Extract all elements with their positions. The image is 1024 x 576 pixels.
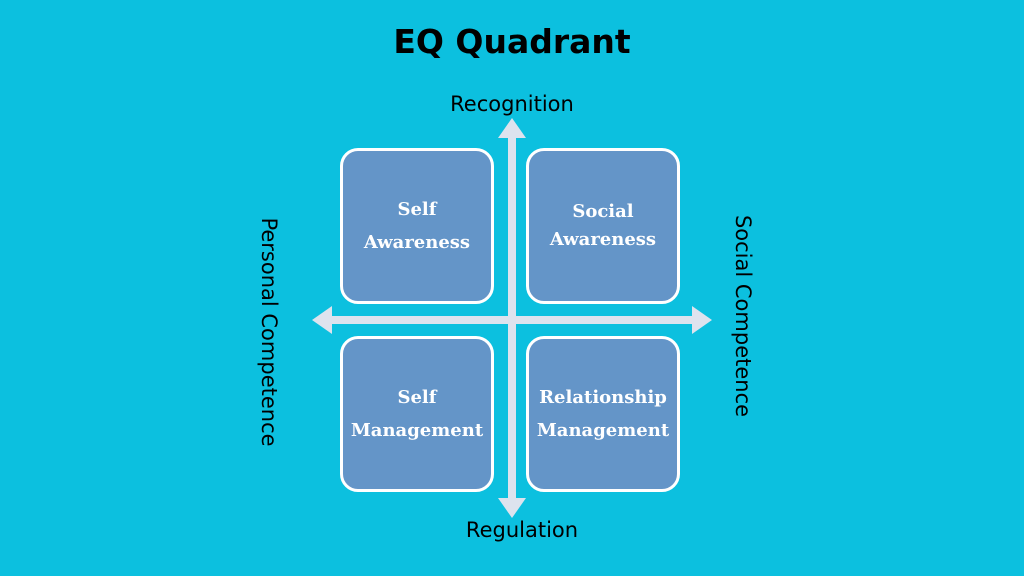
quadrant-line-1: Relationship — [539, 387, 667, 408]
arrow-up-icon — [498, 118, 526, 138]
arrow-right-icon — [692, 306, 712, 334]
quadrant-line-1: Social — [572, 201, 634, 222]
arrow-left-icon — [312, 306, 332, 334]
quadrant-line-2: Management — [536, 420, 670, 441]
quadrant-social-awareness: Social Awareness — [526, 148, 680, 304]
quadrant-self-awareness: Self Awareness — [340, 148, 494, 304]
quadrant-line-1: Self — [397, 199, 437, 220]
axis-label-top: Recognition — [450, 92, 574, 116]
diagram-title: EQ Quadrant — [393, 22, 631, 61]
quadrant-line-1: Self — [397, 387, 437, 408]
arrow-down-icon — [498, 498, 526, 518]
quadrant-line-2: Awareness — [363, 232, 471, 253]
quadrant-self-management: Self Management — [340, 336, 494, 492]
axis-label-bottom: Regulation — [465, 518, 579, 542]
quadrant-line-2: Management — [350, 420, 484, 441]
quadrant-relationship-management: Relationship Management — [526, 336, 680, 492]
quadrant-line-2: Awareness — [549, 229, 657, 250]
